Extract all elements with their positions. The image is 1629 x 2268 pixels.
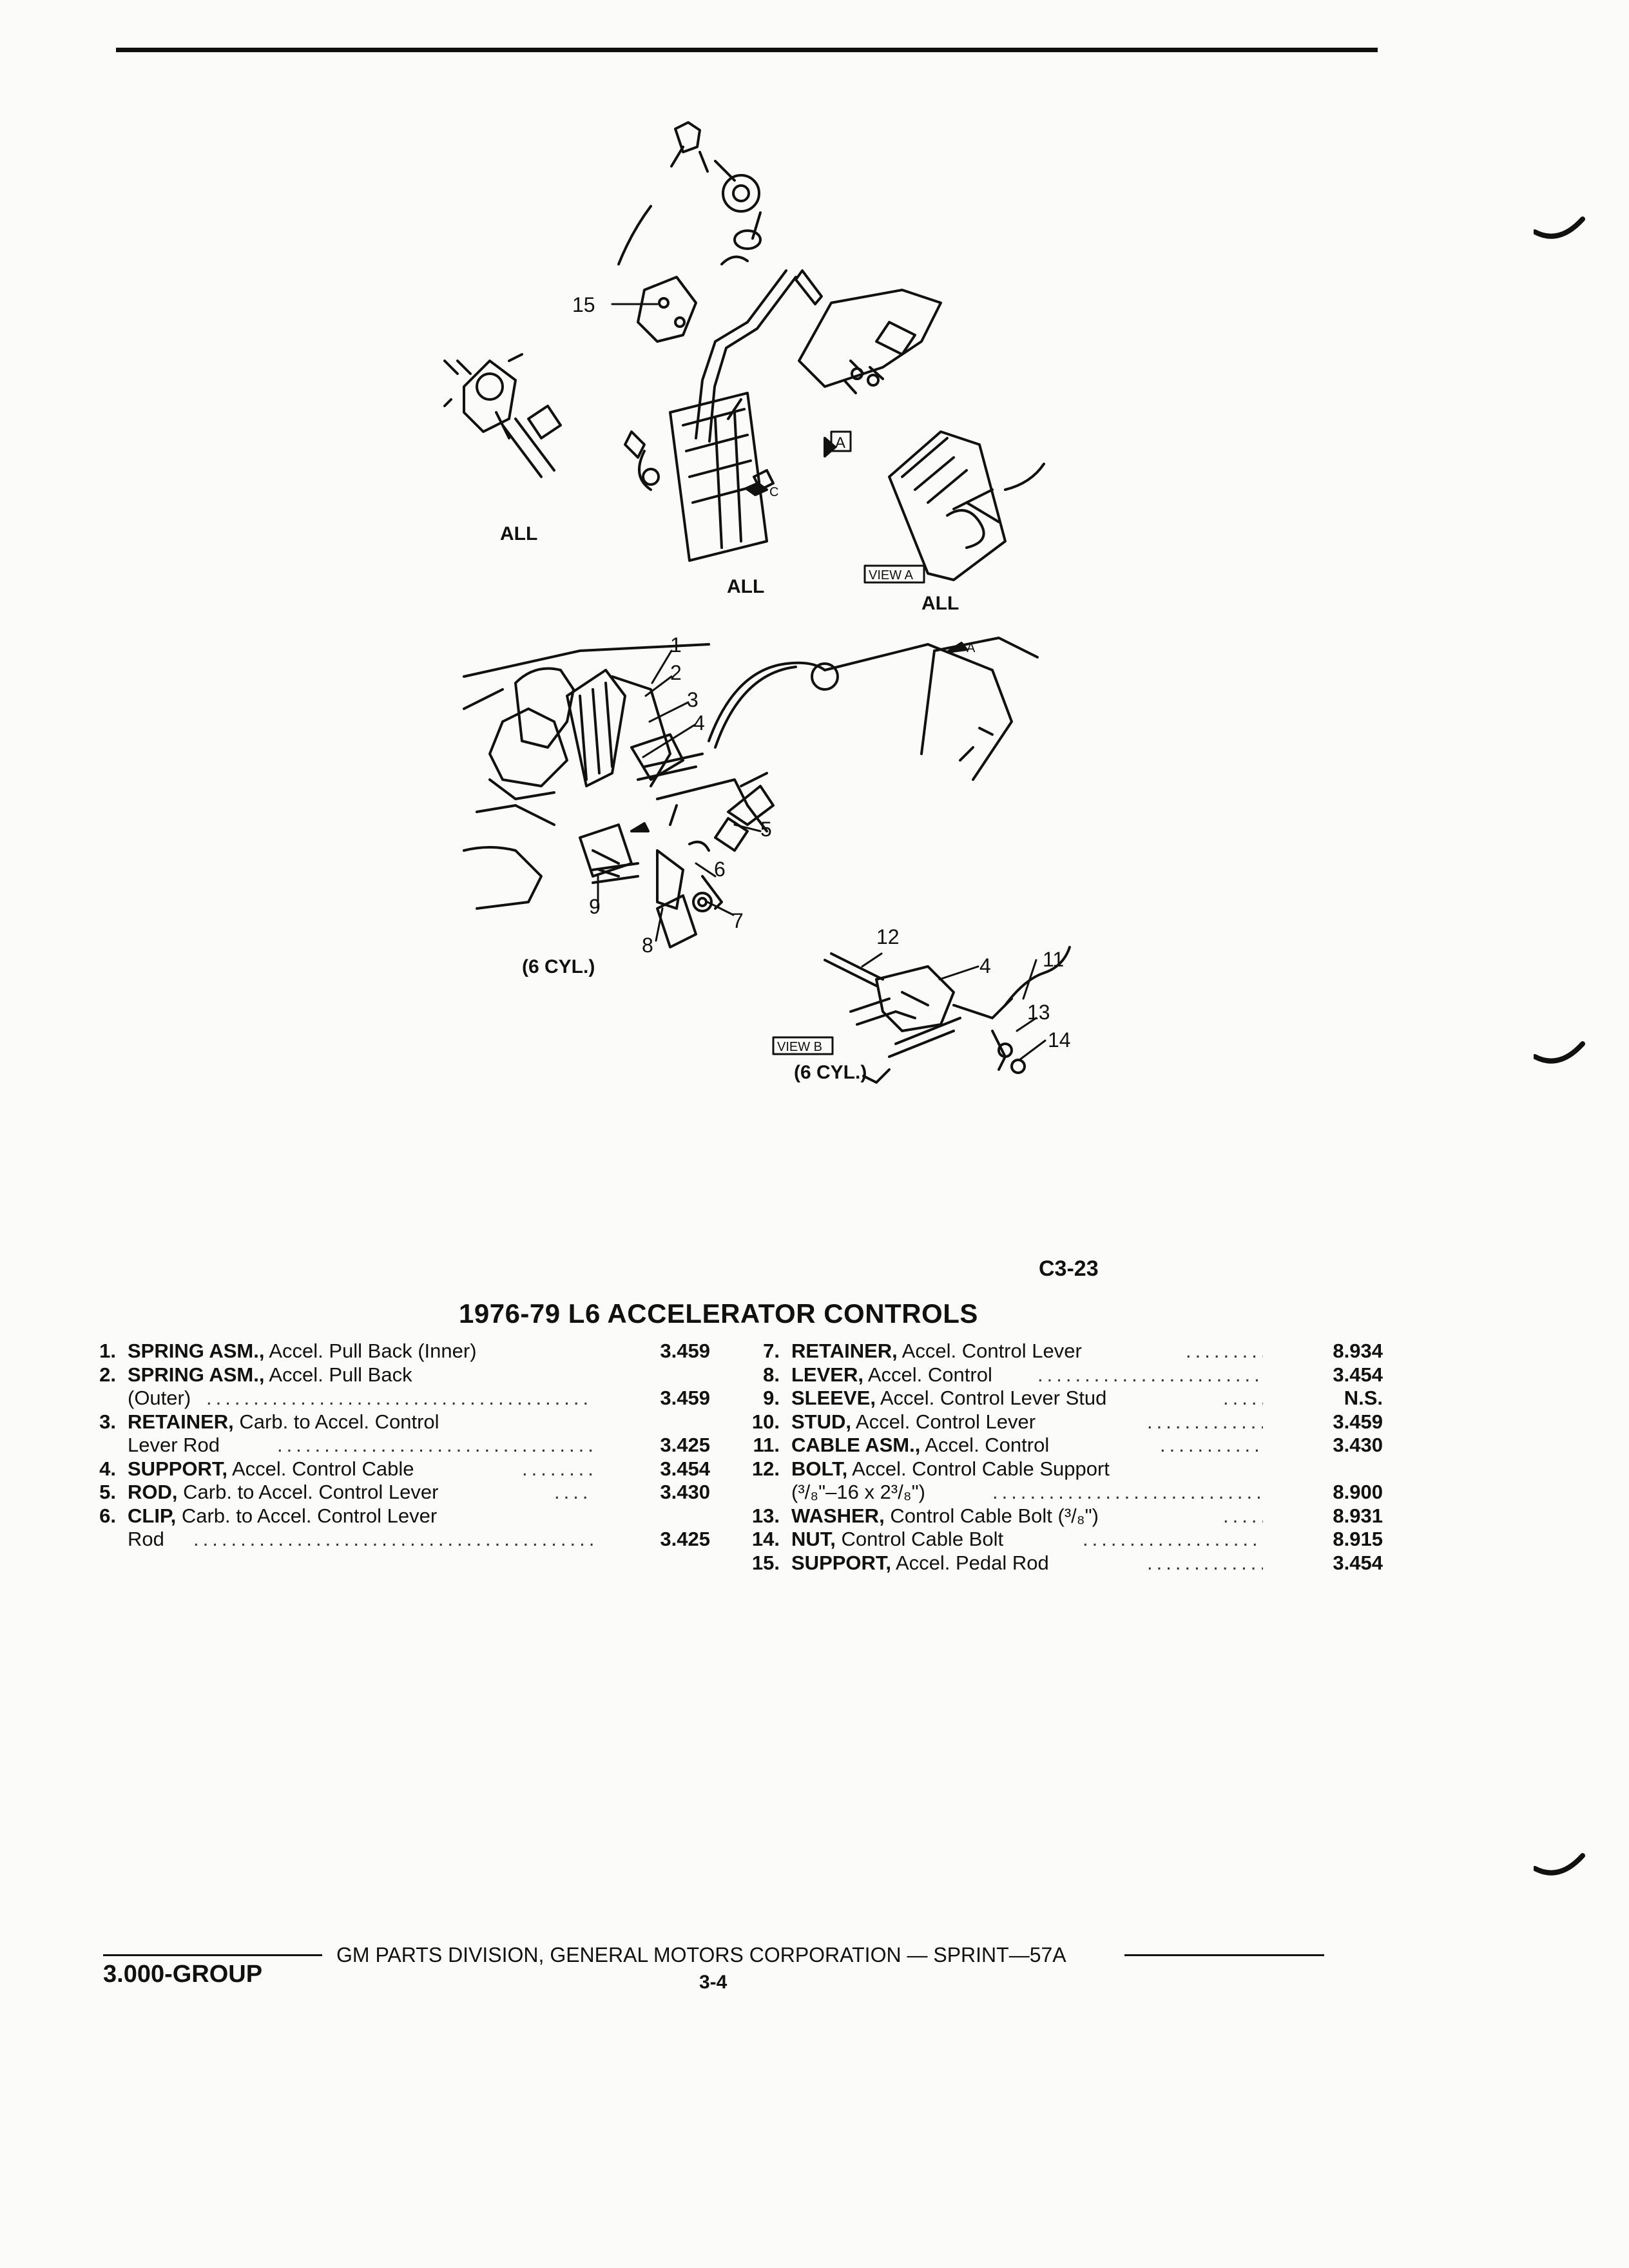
callout-c-marker: C bbox=[745, 482, 778, 499]
callout-2: 2 bbox=[670, 661, 682, 684]
view-b-label: VIEW B bbox=[777, 1040, 822, 1054]
label-all-view-a: ALL bbox=[921, 593, 959, 614]
part-row: (Outer) ................................… bbox=[128, 1387, 710, 1409]
part-row: Rod ....................................… bbox=[128, 1528, 710, 1550]
footer-rule-right bbox=[1124, 1954, 1324, 1956]
view-b-box: VIEW B bbox=[772, 1036, 834, 1055]
callout-14: 14 bbox=[1048, 1028, 1071, 1052]
footer-rule-left bbox=[103, 1954, 322, 1956]
callout-12: 12 bbox=[876, 925, 900, 948]
part-row: (³/₈"–16 x 2³/₈") ......................… bbox=[791, 1481, 1383, 1503]
callout-3: 3 bbox=[687, 688, 699, 711]
parts-list-left: 1. SPRING ASM., Accel. Pull Back (Inner)… bbox=[71, 1340, 715, 1552]
arrow-a-engine: A bbox=[946, 641, 976, 655]
engine-linkage-illustration bbox=[463, 637, 1039, 948]
left-bracket-illustration bbox=[443, 353, 562, 478]
pedal-assembly-illustration bbox=[617, 121, 942, 562]
view-a-box: VIEW A bbox=[863, 564, 925, 584]
margin-mark-bottom bbox=[1534, 1853, 1585, 1876]
page-number: 3-4 bbox=[699, 1972, 728, 1993]
figure-code: C3-23 bbox=[1039, 1256, 1099, 1281]
part-row: 15. SUPPORT, Accel. Pedal Rod ..........… bbox=[751, 1551, 1383, 1574]
part-row: 2. SPRING ASM., Accel. Pull Back bbox=[99, 1363, 412, 1386]
footer-publisher: GM PARTS DIVISION, GENERAL MOTORS CORPOR… bbox=[336, 1943, 1066, 1966]
callout-a-letter: A bbox=[835, 434, 845, 452]
part-row: 5. ROD, Carb. to Accel. Control Lever ..… bbox=[99, 1481, 710, 1503]
callout-13: 13 bbox=[1027, 1001, 1050, 1024]
parts-list-right: 7. RETAINER, Accel. Control Lever ......… bbox=[735, 1340, 1392, 1575]
part-row: 4. SUPPORT, Accel. Control Cable .......… bbox=[99, 1457, 710, 1480]
callout-5: 5 bbox=[760, 818, 772, 841]
label-six-cyl-view-b: (6 CYL.) bbox=[794, 1062, 867, 1083]
callout-1: 1 bbox=[670, 633, 682, 657]
part-row: 10. STUD, Accel. Control Lever .........… bbox=[751, 1410, 1383, 1433]
part-row: 8. LEVER, Accel. Control ...............… bbox=[763, 1363, 1383, 1386]
callout-15: 15 bbox=[572, 293, 595, 316]
callout-7: 7 bbox=[732, 909, 744, 932]
top-rule bbox=[116, 48, 1378, 52]
part-row: 14. NUT, Control Cable Bolt ............… bbox=[751, 1528, 1383, 1550]
callout-numbers: 15 1 2 3 4 5 6 7 8 9 11 12 13 14 4 bbox=[572, 293, 1071, 1052]
part-row: 1. SPRING ASM., Accel. Pull Back (Inner)… bbox=[99, 1340, 710, 1362]
margin-mark-middle bbox=[1534, 1041, 1585, 1064]
label-all-center: ALL bbox=[727, 576, 765, 597]
view-b-illustration bbox=[824, 946, 1071, 1084]
arrow-b-engine bbox=[630, 822, 650, 832]
part-row: Lever Rod ..............................… bbox=[128, 1434, 710, 1456]
arrow-a-letter: A bbox=[967, 641, 976, 655]
callout-6: 6 bbox=[714, 858, 726, 881]
callout-9: 9 bbox=[589, 895, 601, 918]
part-row: 9. SLEEVE, Accel. Control Lever Stud ...… bbox=[763, 1387, 1383, 1409]
label-six-cyl-engine: (6 CYL.) bbox=[522, 956, 595, 977]
page-title: 1976-79 L6 ACCELERATOR CONTROLS bbox=[459, 1298, 978, 1329]
leader-lines bbox=[597, 303, 1046, 1061]
callout-8: 8 bbox=[642, 934, 653, 957]
view-a-illustration bbox=[888, 430, 1045, 581]
part-row: 11. CABLE ASM., Accel. Control .........… bbox=[753, 1434, 1383, 1456]
part-row: 13. WASHER, Control Cable Bolt (³/₈") ..… bbox=[751, 1504, 1383, 1527]
part-row: 3. RETAINER, Carb. to Accel. Control bbox=[99, 1410, 439, 1433]
callout-4: 4 bbox=[693, 711, 705, 735]
part-row: 6. CLIP, Carb. to Accel. Control Lever bbox=[99, 1504, 438, 1527]
part-row: 12. BOLT, Accel. Control Cable Support bbox=[751, 1457, 1110, 1480]
callout-c-letter: C bbox=[769, 485, 778, 499]
exploded-diagram: 15 1 2 3 4 5 6 7 8 9 11 12 13 14 4 VIEW … bbox=[443, 121, 1071, 1084]
margin-mark-top bbox=[1534, 216, 1585, 239]
footer-group: 3.000-GROUP bbox=[103, 1961, 263, 1988]
label-all-left: ALL bbox=[500, 523, 538, 544]
callout-4b: 4 bbox=[979, 954, 991, 977]
callout-11: 11 bbox=[1043, 948, 1064, 971]
callout-a-marker: A bbox=[830, 430, 852, 452]
part-row: 7. RETAINER, Accel. Control Lever ......… bbox=[763, 1340, 1383, 1362]
view-a-label: VIEW A bbox=[869, 568, 914, 582]
